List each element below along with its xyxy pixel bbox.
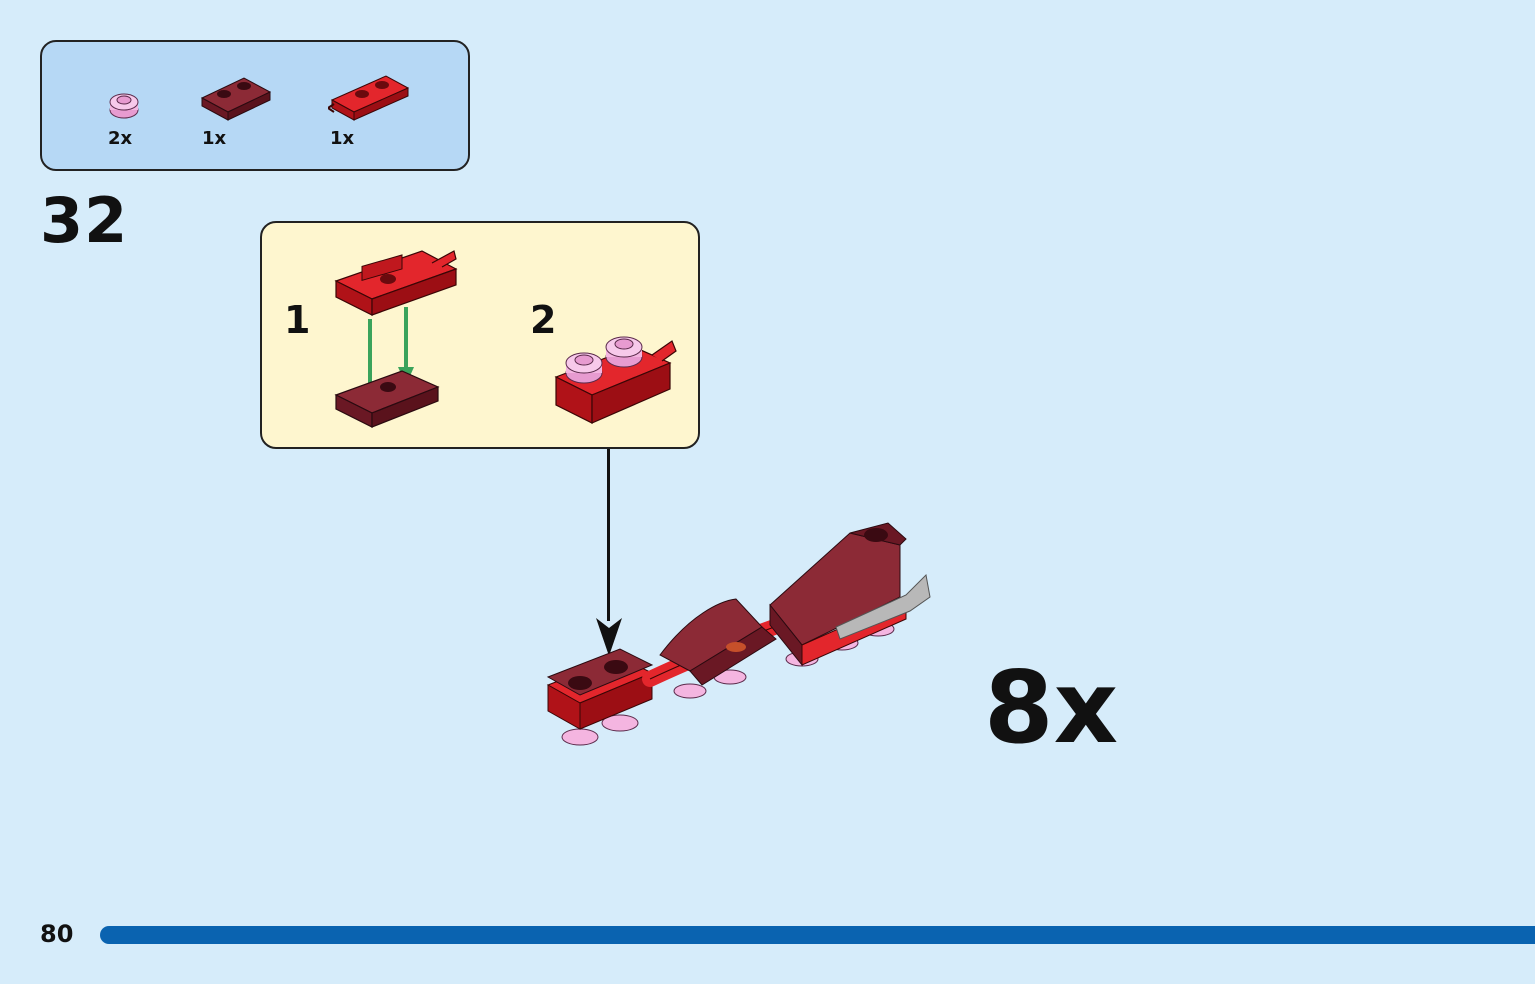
part-qty: 1x (330, 128, 355, 149)
sub-step-label: 1 (284, 298, 311, 342)
page-number: 80 (40, 920, 74, 948)
sub-step-label: 2 (530, 298, 557, 342)
pink-round-plate-icon (106, 88, 142, 124)
arrow-down-icon (596, 618, 622, 658)
part-qty: 1x (202, 128, 227, 149)
sub-assembly-box: 1 2 (260, 221, 700, 449)
step-multiplier: 8x (984, 649, 1119, 766)
part-qty: 2x (108, 128, 133, 149)
dark-red-plate-1x2-icon (200, 74, 272, 122)
sub-step-2-illustration (554, 333, 684, 433)
step-number: 32 (40, 184, 129, 257)
progress-bar-fill (100, 926, 1535, 944)
sub-step-1-illustration (332, 245, 462, 435)
parts-list-box: 2x 1x 1x (40, 40, 470, 171)
red-plate-with-clip-icon (328, 70, 412, 126)
progress-bar (100, 926, 1535, 944)
main-model-illustration (540, 515, 940, 759)
connector-arrow-line (607, 449, 610, 621)
